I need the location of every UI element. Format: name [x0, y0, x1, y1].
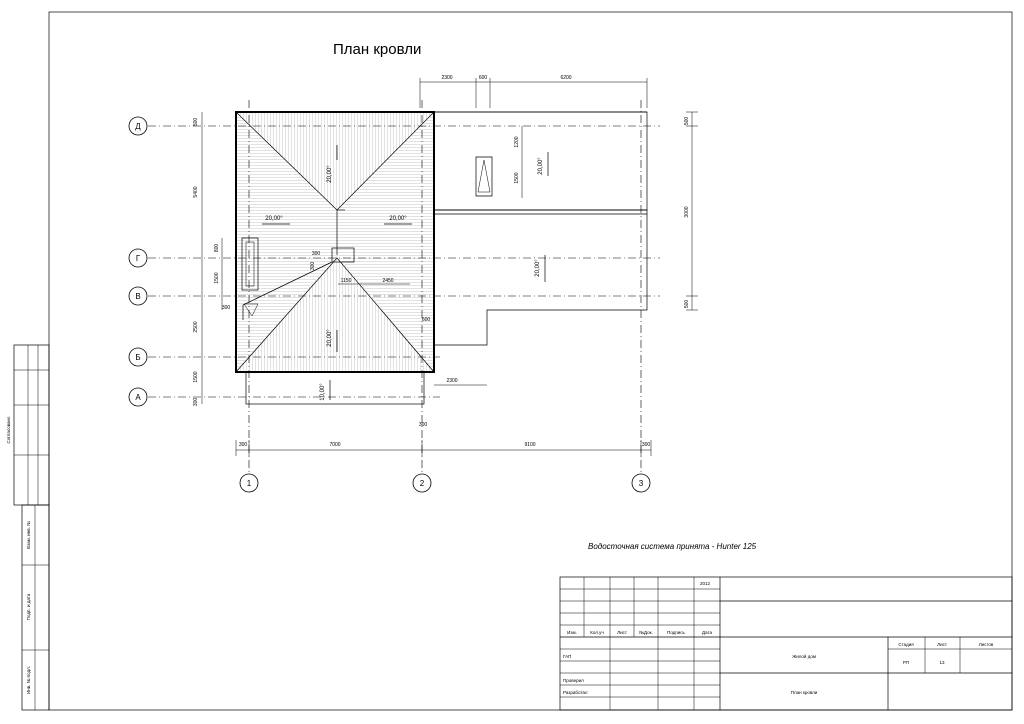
stamp-h-sheets: Листов	[979, 642, 994, 647]
dim-value: 300	[222, 305, 231, 311]
side-stamp: Согласовано Взам. инв. № Подп. и дата Ин…	[6, 344, 50, 711]
dim-value: 1500	[514, 172, 520, 183]
slope-label: 20,00°	[327, 329, 333, 347]
axis-label-v: В	[135, 292, 140, 301]
side-stamp-sign: Подп. и дата	[26, 593, 31, 620]
dimension-lines	[201, 78, 698, 456]
dim-value: 300	[312, 251, 321, 257]
stamp-col-podp: Подпись	[667, 630, 685, 635]
slope-label: 20,00°	[535, 259, 541, 277]
stamp-sheet-number: 13	[939, 660, 945, 665]
stamp-developed: Разработал	[563, 690, 588, 695]
dim-value: 600	[422, 317, 431, 323]
roof-outline	[235, 111, 648, 405]
sheet-frame	[48, 11, 1013, 711]
stamp-stage: РП	[903, 660, 909, 665]
axis-col-markers: 1 2 3	[239, 473, 651, 493]
dimension-values: 2300 600 6200 300 7000 9100 300 300 500 …	[193, 75, 690, 448]
axis-label-2: 2	[420, 479, 425, 488]
slope-label: 10,00°	[320, 383, 326, 401]
axis-label-g: Г	[136, 254, 141, 263]
axis-lines	[148, 100, 660, 472]
page-title: План кровли	[333, 41, 421, 58]
stamp-checked: Проверил	[563, 678, 584, 683]
slope-label: 20,00°	[265, 216, 283, 222]
dim-value: 6200	[560, 75, 571, 81]
dim-value: 2500	[193, 321, 199, 332]
stamp-h-stage: Стадия	[898, 642, 914, 647]
slope-label: 20,00°	[327, 165, 333, 183]
dim-value: 300	[419, 422, 428, 428]
dim-value: 9100	[524, 442, 535, 448]
dim-value: 300	[193, 398, 199, 407]
dim-value: 3000	[684, 206, 690, 217]
axis-label-d: Д	[135, 122, 141, 131]
dim-value: 1500	[193, 371, 199, 382]
stamp-col-izm: Изм.	[567, 630, 577, 635]
dim-value: 7000	[329, 442, 340, 448]
dim-value: 1150	[341, 278, 352, 284]
axis-label-3: 3	[639, 479, 644, 488]
axis-label-b: Б	[135, 353, 140, 362]
dim-value: 1200	[514, 136, 520, 147]
axis-row-markers: Д Г В Б А	[128, 116, 148, 407]
dim-value: 300	[310, 262, 316, 271]
dim-value: 800	[214, 244, 220, 253]
dim-value: 5400	[193, 186, 199, 197]
dim-value: 2300	[446, 378, 457, 384]
drainage-note: Водосточная система принята - Hunter 125	[588, 542, 757, 551]
slope-labels: 20,00° 20,00° 20,00° 20,00° 20,00° 20,00…	[262, 145, 549, 401]
dim-value: 300	[642, 442, 651, 448]
dim-value: 300	[239, 442, 248, 448]
side-stamp-agreed: Согласовано	[6, 416, 11, 444]
stamp-sheet-title: План кровли	[791, 690, 818, 695]
dim-value: 500	[193, 118, 199, 127]
slope-label: 20,00°	[538, 157, 544, 175]
stamp-col-list: Лист	[617, 630, 627, 635]
dim-value: 600	[479, 75, 488, 81]
axis-label-a: А	[135, 393, 141, 402]
stamp-col-kol: Кол.уч	[590, 630, 604, 635]
dim-value: 1500	[214, 272, 220, 283]
dim-value: 2450	[382, 278, 393, 284]
side-stamp-inv: Инв. № подл.	[26, 666, 31, 694]
axis-label-1: 1	[247, 479, 252, 488]
dim-value: 500	[684, 117, 690, 126]
stamp-gap: ГАП	[563, 654, 571, 659]
stamp-year: 2012	[700, 581, 711, 586]
dim-value: 2300	[441, 75, 452, 81]
dim-value: 500	[684, 300, 690, 309]
side-stamp-replace: Взам. инв. №	[26, 521, 31, 549]
stamp-object: Жилой дом	[792, 653, 816, 659]
stamp-col-data: Дата	[702, 630, 712, 635]
stamp-col-doc: №Док.	[639, 630, 653, 635]
title-block: 2012 Изм. Кол.уч Лист №Док. Подпись Дата…	[559, 576, 1013, 711]
slope-label: 20,00°	[389, 216, 407, 222]
stamp-h-sheet: Лист	[937, 642, 947, 647]
